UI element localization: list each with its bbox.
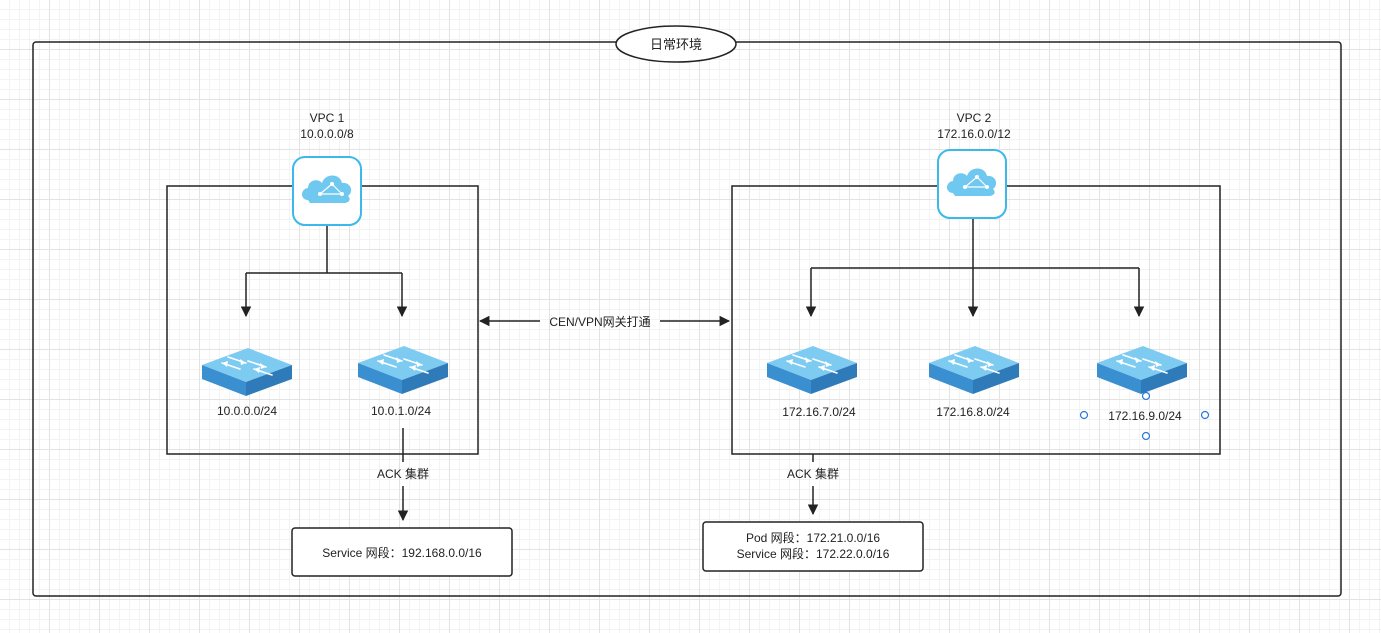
vswitch-icon bbox=[201, 347, 293, 397]
connection-label: CEN/VPN网关打通 bbox=[549, 315, 650, 329]
vpc-2: VPC 2 172.16.0.0/12 172.16.7.0/24 172.16… bbox=[702, 111, 1221, 572]
selection-handle[interactable] bbox=[1200, 410, 1210, 420]
ack-cluster-label: ACK 集群 bbox=[377, 466, 429, 481]
subnet-label: 10.0.0.0/24 bbox=[217, 404, 277, 418]
selection-handle[interactable] bbox=[1079, 410, 1089, 420]
vswitch-icon bbox=[928, 345, 1020, 395]
ack-cluster-label: ACK 集群 bbox=[787, 466, 839, 481]
service-cidr: Service 网段：192.168.0.0/16 bbox=[322, 545, 482, 560]
vpc-1-cidr: 10.0.0.0/8 bbox=[300, 127, 354, 141]
subnet-label: 10.0.1.0/24 bbox=[371, 404, 431, 418]
svg-text:日常环境: 日常环境 bbox=[650, 37, 702, 52]
vpc-2-cidr: 172.16.0.0/12 bbox=[937, 127, 1011, 141]
vpc-1: VPC 1 10.0.0.0/8 10.0.0.0/24 10.0.1.0/24… bbox=[166, 111, 513, 577]
subnet-label: 172.16.8.0/24 bbox=[936, 405, 1010, 419]
network-info-box: Pod 网段：172.21.0.0/16 Service 网段：172.22.0… bbox=[702, 521, 924, 572]
environment-title: 日常环境 bbox=[615, 25, 737, 63]
pod-cidr: Pod 网段：172.21.0.0/16 bbox=[746, 530, 880, 545]
vpc-2-name: VPC 2 bbox=[957, 111, 992, 125]
vpc-connection: CEN/VPN网关打通 bbox=[478, 315, 731, 329]
subnet-label: 172.16.7.0/24 bbox=[782, 405, 856, 419]
vswitch-icon bbox=[357, 345, 449, 395]
vpc-1-name: VPC 1 bbox=[310, 111, 345, 125]
vswitch-icon-selected[interactable] bbox=[1079, 345, 1210, 441]
vpc-1-boundary bbox=[166, 185, 479, 455]
service-cidr: Service 网段：172.22.0.0/16 bbox=[737, 546, 890, 561]
network-info-box: Service 网段：192.168.0.0/16 bbox=[291, 527, 513, 577]
selection-handle[interactable] bbox=[1141, 391, 1151, 401]
subnet-label: 172.16.9.0/24 bbox=[1108, 409, 1182, 423]
selection-handle[interactable] bbox=[1141, 431, 1151, 441]
vpc-cloud-icon bbox=[937, 149, 1007, 219]
environment-boundary bbox=[32, 41, 1342, 597]
vswitch-icon bbox=[766, 345, 858, 395]
vpc-cloud-icon bbox=[292, 156, 362, 226]
